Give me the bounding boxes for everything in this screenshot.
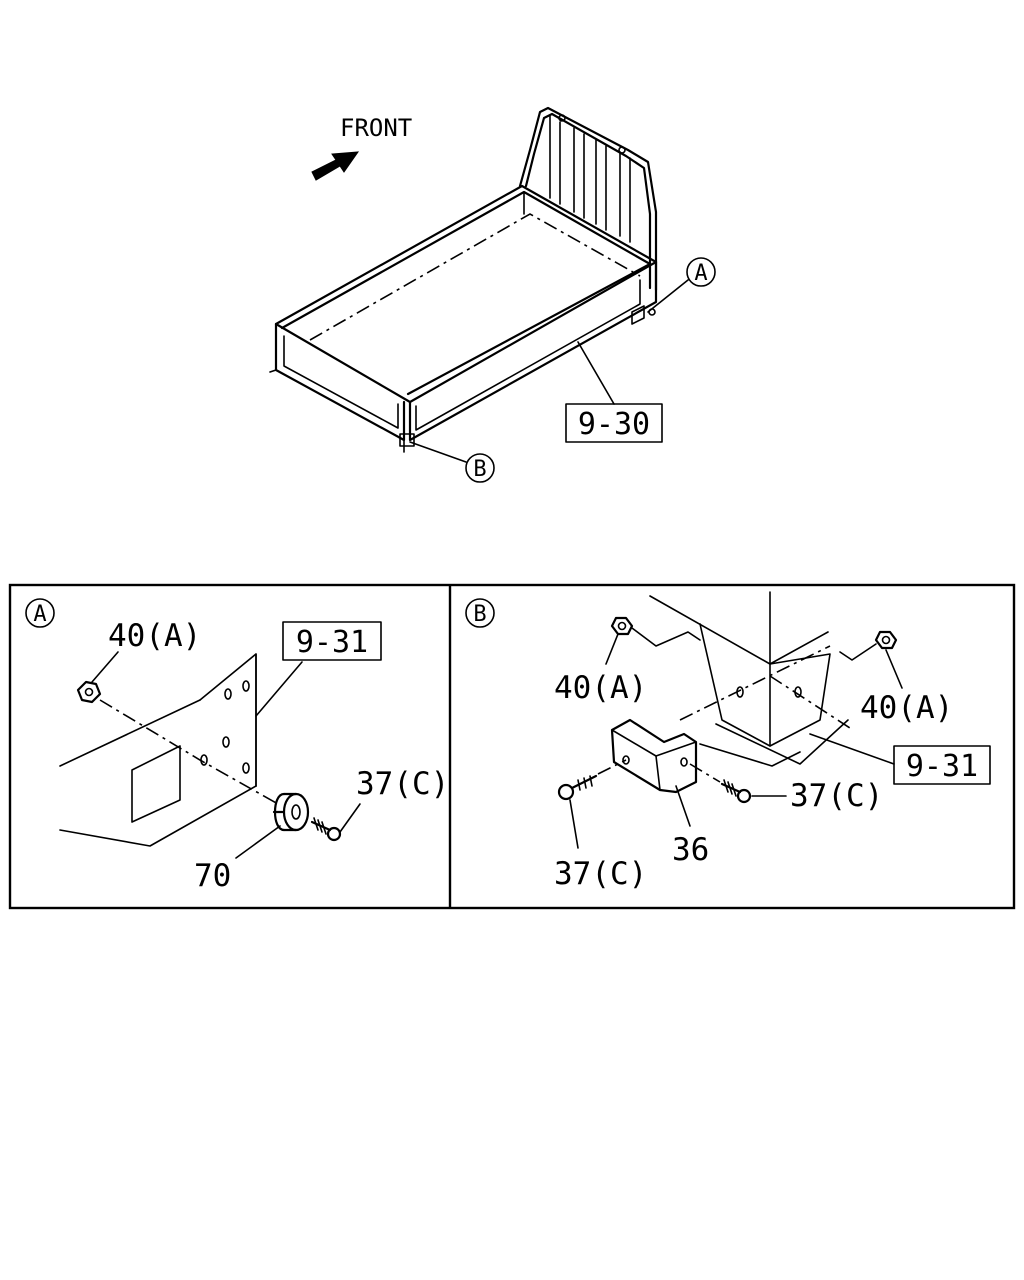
front-arrow-icon <box>311 151 360 181</box>
ref-9-30-label: 9-30 <box>578 407 650 442</box>
bolt-37c-left-label: 37(C) <box>554 856 647 892</box>
detail-a-marker <box>25 598 55 628</box>
deck <box>269 184 658 453</box>
ref-9-30-box <box>565 403 663 443</box>
detail-b-letter: B <box>473 602 486 627</box>
nut-40a-left <box>610 616 634 636</box>
ref-9-31-box-a <box>282 621 382 661</box>
spacer-70-label: 70 <box>194 858 231 894</box>
nut-40a <box>76 680 102 704</box>
nut-40a-label: 40(A) <box>108 618 201 654</box>
front-label: FRONT <box>340 114 412 142</box>
bolt-37c-label-a: 37(C) <box>356 766 449 802</box>
detail-b: B 40(A) 40(A) 9-31 <box>465 591 991 892</box>
callout-a-marker <box>686 257 716 287</box>
nut-40a-left-label: 40(A) <box>554 670 647 706</box>
truck-body-overview: FRONT A <box>269 106 716 483</box>
cab-guard <box>518 106 658 292</box>
detail-b-marker <box>465 598 495 628</box>
callout-b-marker <box>465 453 495 483</box>
callout-a-letter: A <box>694 261 707 286</box>
ref-9-31-box-b <box>893 745 991 785</box>
nut-40a-right-label: 40(A) <box>860 690 953 726</box>
spacer-70 <box>272 792 310 832</box>
bracket-36 <box>610 718 698 794</box>
ref-9-31-label-b: 9-31 <box>906 749 978 784</box>
detail-frame <box>8 583 1016 910</box>
callout-b-letter: B <box>473 457 486 482</box>
bracket-36-label: 36 <box>672 832 709 868</box>
ref-9-31-label-a: 9-31 <box>296 625 368 660</box>
bolt-37c-a <box>310 817 342 842</box>
bolt-37c-right-label: 37(C) <box>790 778 883 814</box>
bolt-37c-right <box>720 779 752 804</box>
bolt-37c-left <box>557 774 598 801</box>
detail-a: A 40(A) 9-31 70 <box>25 598 449 894</box>
nut-40a-right <box>874 630 898 650</box>
detail-a-letter: A <box>33 602 46 627</box>
